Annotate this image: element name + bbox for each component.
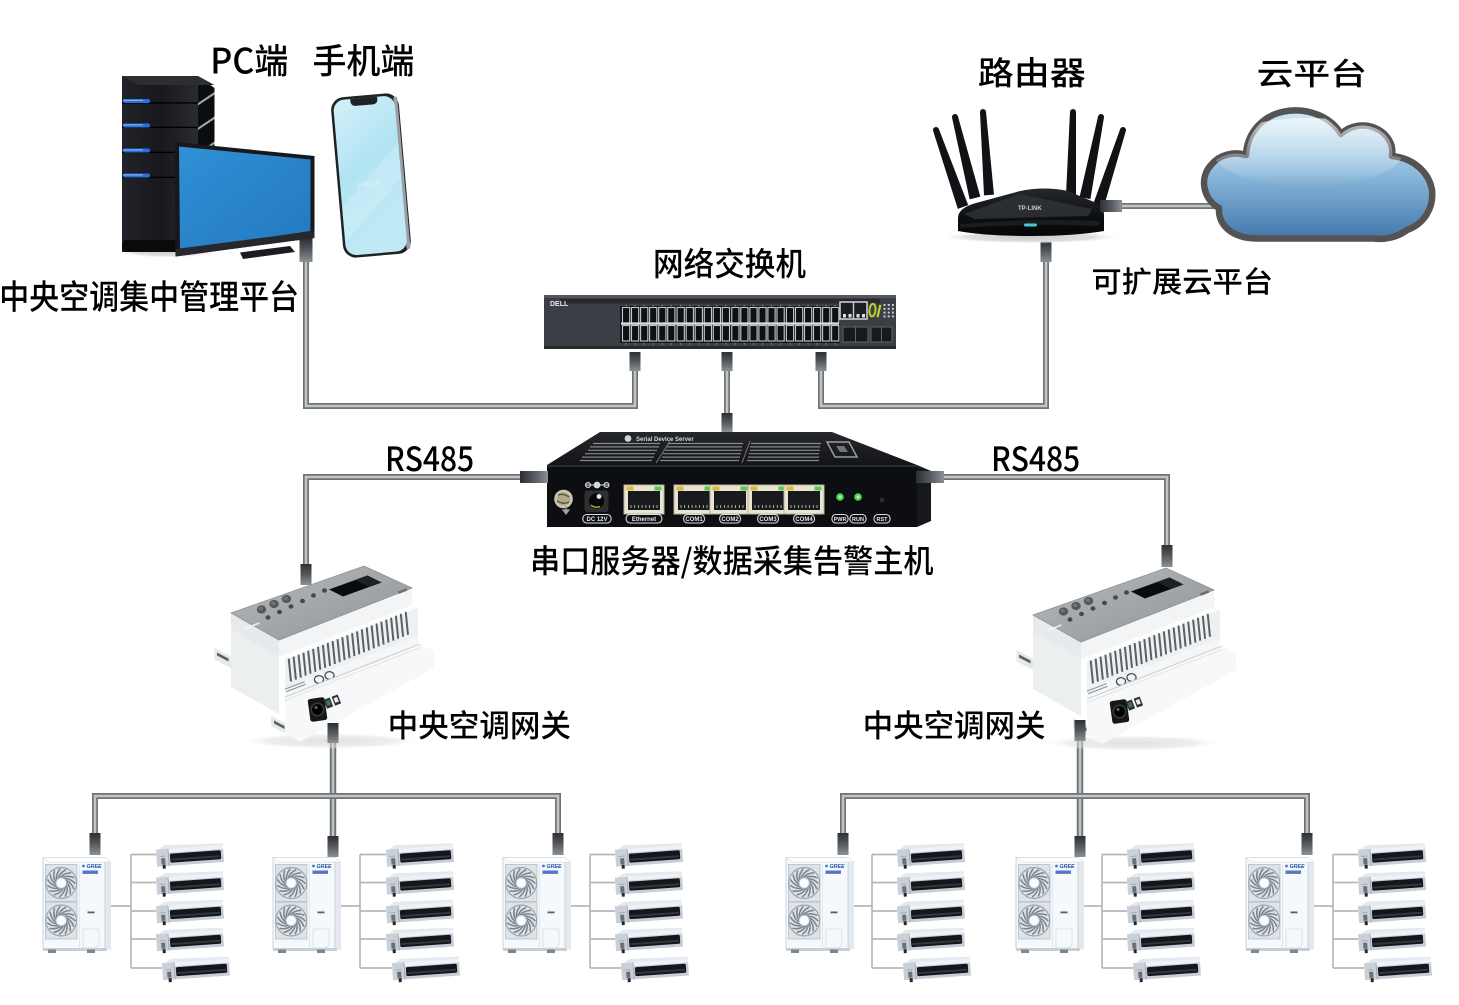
svg-text:DC 12V: DC 12V [586, 517, 607, 523]
svg-text:PWR: PWR [834, 517, 847, 523]
svg-text:GREE: GREE [547, 864, 562, 870]
svg-text:RUN: RUN [852, 517, 864, 523]
svg-text:GREE: GREE [317, 864, 332, 870]
svg-text:COM3: COM3 [759, 517, 777, 523]
svg-text:GREE: GREE [830, 864, 845, 870]
svg-text:GREE: GREE [1290, 864, 1305, 870]
svg-text:Ethernet: Ethernet [632, 517, 656, 523]
svg-text:DELL: DELL [550, 301, 569, 308]
svg-text:COM1: COM1 [685, 517, 703, 523]
svg-text:COM4: COM4 [795, 517, 813, 523]
svg-text:Serial Device Server: Serial Device Server [636, 437, 694, 443]
svg-text:TP-LINK: TP-LINK [1018, 206, 1042, 212]
svg-text:COM2: COM2 [721, 517, 739, 523]
svg-text:GREE: GREE [87, 864, 102, 870]
svg-text:GREE: GREE [1060, 864, 1075, 870]
svg-text:RST: RST [877, 517, 889, 523]
